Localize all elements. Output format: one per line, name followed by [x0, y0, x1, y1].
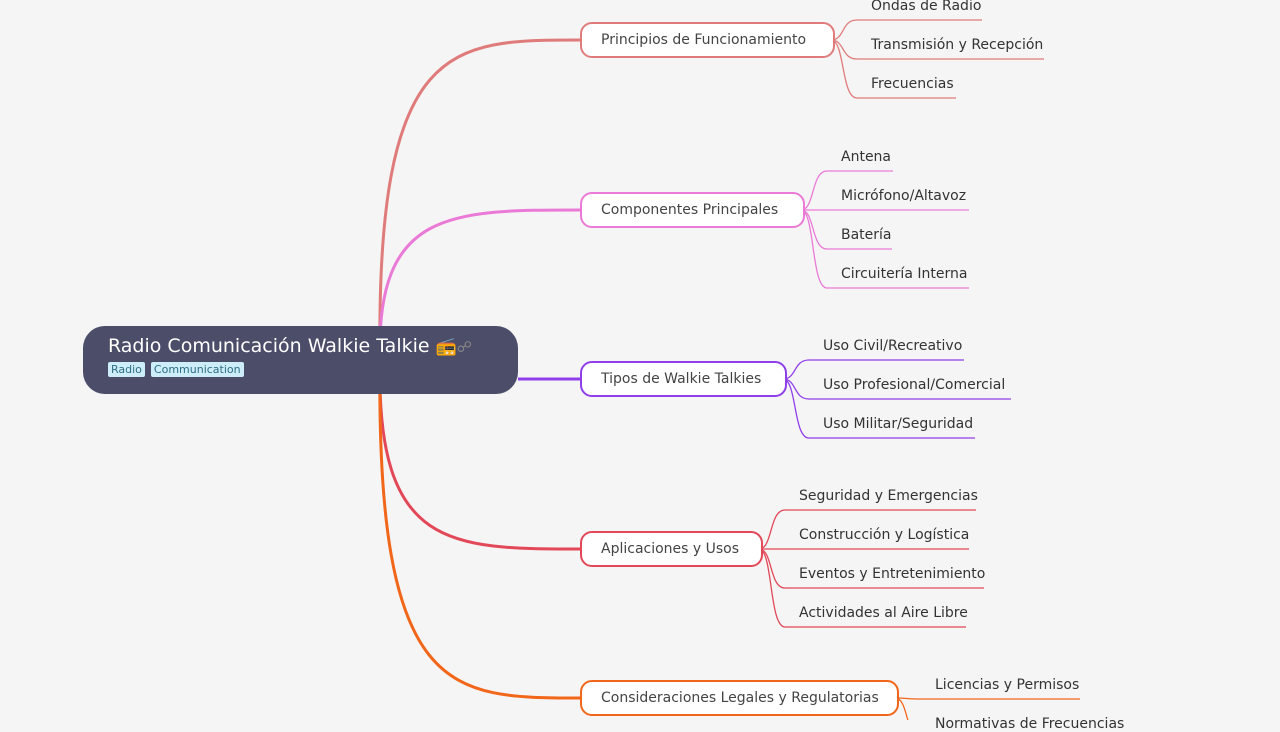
subtopic[interactable]: Batería [841, 227, 892, 243]
child-connector [894, 697, 909, 720]
subtopic[interactable]: Uso Profesional/Comercial [823, 377, 1006, 393]
subtopic[interactable]: Uso Militar/Seguridad [823, 416, 974, 432]
child-connector [800, 170, 893, 211]
link-icon[interactable]: ☍ [456, 338, 472, 356]
subtopic[interactable]: Transmisión y Recepción [871, 37, 1044, 53]
branch-connector [378, 208, 581, 361]
branch-connector [378, 359, 581, 700]
child-connector [800, 209, 969, 289]
radio-emoji-icon: 📻 [435, 337, 457, 357]
branch-topic[interactable]: Consideraciones Legales y Regulatorias [580, 680, 899, 716]
tag-communication[interactable]: Communication [150, 362, 244, 377]
subtopic[interactable]: Frecuencias [871, 76, 954, 92]
branch-topic[interactable]: Principios de Funcionamiento [580, 22, 835, 58]
subtopic[interactable]: Construcción y Logística [799, 527, 970, 543]
branch-topic[interactable]: Componentes Principales [580, 192, 805, 228]
child-connector [758, 548, 966, 628]
subtopic[interactable]: Antena [841, 149, 892, 165]
child-connector [894, 697, 1080, 700]
branch-topic[interactable]: Aplicaciones y Usos [580, 531, 763, 567]
central-title: Radio Comunicación Walkie Talkie [108, 335, 430, 357]
tag-radio[interactable]: Radio [108, 362, 145, 377]
branch-topic[interactable]: Tipos de Walkie Talkies [580, 361, 787, 397]
branch-connector [378, 38, 581, 361]
subtopic[interactable]: Actividades al Aire Libre [799, 605, 968, 621]
subtopic[interactable]: Uso Civil/Recreativo [823, 338, 963, 354]
child-connector [800, 209, 892, 250]
subtopic[interactable]: Seguridad y Emergencias [799, 488, 978, 504]
subtopic[interactable]: Circuitería Interna [841, 266, 968, 282]
child-connector [830, 39, 956, 99]
central-topic[interactable]: Radio Comunicación Walkie Talkie 📻☍ Radi… [83, 326, 518, 394]
child-connector [758, 509, 976, 550]
child-connector [758, 548, 984, 589]
branch-connector [378, 359, 581, 551]
subtopic[interactable]: Micrófono/Altavoz [841, 188, 967, 204]
subtopic[interactable]: Normativas de Frecuencias [935, 716, 1125, 732]
subtopic[interactable]: Ondas de Radio [871, 0, 982, 14]
subtopic[interactable]: Eventos y Entretenimiento [799, 566, 986, 582]
child-connector [782, 378, 975, 439]
subtopic[interactable]: Licencias y Permisos [935, 677, 1080, 693]
